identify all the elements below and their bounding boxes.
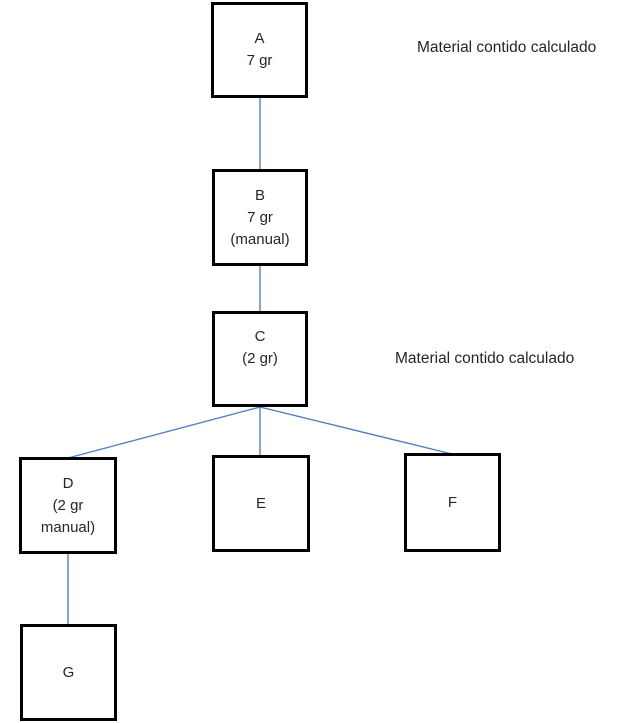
node-B: B 7 gr (manual) — [212, 169, 308, 266]
node-B-label: B 7 gr (manual) — [230, 186, 290, 248]
node-A: A 7 gr — [211, 2, 308, 98]
node-E: E — [212, 455, 310, 552]
annotation-material-contido-top: Material contido calculado — [417, 39, 597, 56]
node-E-label: E — [255, 494, 266, 512]
node-C: C (2 gr) — [212, 311, 308, 407]
connector-c-d — [67, 406, 261, 459]
node-G: G — [20, 624, 117, 721]
connector-c-f — [259, 406, 453, 455]
node-D: D (2 gr manual) — [19, 457, 117, 554]
node-A-label: A 7 gr — [246, 30, 273, 69]
node-F: F — [404, 453, 501, 552]
annotation-material-contido-middle: Material contido calculado — [395, 350, 575, 367]
node-G-label: G — [62, 663, 75, 681]
node-D-label: D (2 gr manual) — [40, 474, 96, 536]
node-F-label: F — [447, 493, 458, 511]
node-C-label: C (2 gr) — [242, 328, 278, 367]
